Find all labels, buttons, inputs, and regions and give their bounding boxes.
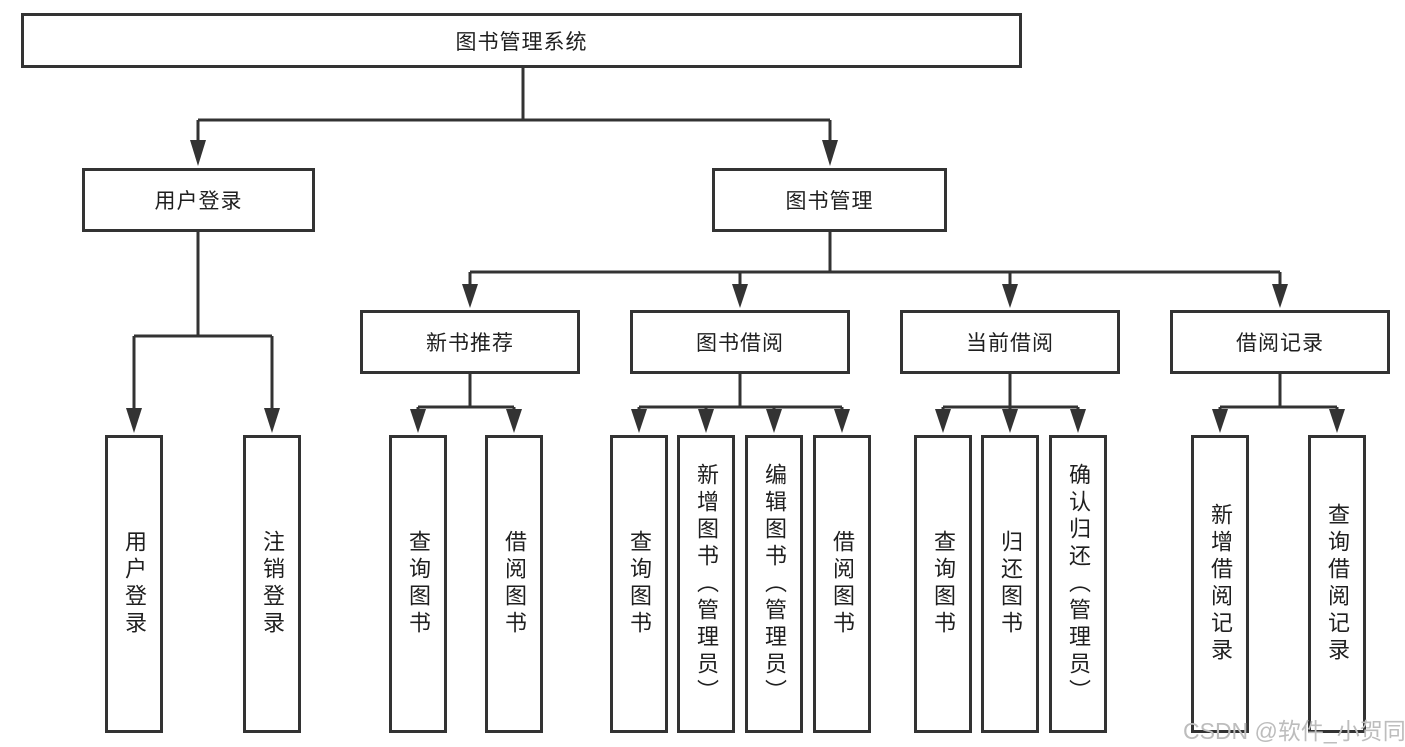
leaf-bb-borrow-book: 借阅图书	[813, 435, 871, 733]
node-root: 图书管理系统	[21, 13, 1022, 68]
node-label: 新增借阅记录	[1208, 503, 1233, 665]
leaf-bb-query-book: 查询图书	[610, 435, 668, 733]
arrowhead	[1212, 409, 1228, 433]
node-label: 用户登录	[122, 530, 147, 638]
node-user-login: 用户登录	[82, 168, 315, 232]
leaf-bb-edit-book-admin: 编辑图书（管理员）	[745, 435, 803, 733]
arrowhead	[732, 284, 748, 308]
arrowhead	[698, 409, 714, 433]
leaf-br-add-record: 新增借阅记录	[1191, 435, 1249, 733]
connector-user-login-branch	[126, 232, 280, 433]
node-current-borrow: 当前借阅	[900, 310, 1120, 374]
leaf-cb-confirm-return-admin: 确认归还（管理员）	[1049, 435, 1107, 733]
node-label: 图书管理	[785, 190, 874, 213]
node-label: 新书推荐	[426, 332, 514, 355]
node-label: 借阅图书	[830, 530, 855, 638]
connector-root-to-level2	[190, 68, 838, 166]
node-label: 新增图书（管理员）	[694, 462, 719, 706]
arrowhead	[822, 140, 838, 166]
node-label: 图书借阅	[696, 332, 784, 355]
connector-borrow-records-branch	[1212, 374, 1345, 433]
arrowhead	[190, 140, 206, 166]
arrowhead	[1070, 409, 1086, 433]
leaf-logout: 注销登录	[243, 435, 301, 733]
connector-book-borrow-branch	[631, 374, 850, 433]
leaf-nb-borrow-book: 借阅图书	[485, 435, 543, 733]
node-label: 图书管理系统	[455, 30, 588, 54]
leaf-cb-query-book: 查询图书	[914, 435, 972, 733]
node-label: 借阅记录	[1236, 332, 1324, 355]
node-book-borrow: 图书借阅	[630, 310, 850, 374]
arrowhead	[1002, 409, 1018, 433]
csdn-watermark: CSDN @软件_小贺同学	[1183, 718, 1405, 744]
arrowhead	[935, 409, 951, 433]
arrowhead	[631, 409, 647, 433]
connector-book-management-branch	[462, 232, 1288, 308]
leaf-cb-return-book: 归还图书	[981, 435, 1039, 733]
node-label: 查询图书	[627, 530, 652, 638]
arrowhead	[1329, 409, 1345, 433]
leaf-br-query-record: 查询借阅记录	[1308, 435, 1366, 733]
node-label: 当前借阅	[966, 332, 1054, 355]
node-new-book-recommend: 新书推荐	[360, 310, 580, 374]
arrowhead	[462, 284, 478, 308]
arrowhead	[834, 409, 850, 433]
arrowhead	[766, 409, 782, 433]
node-label: 编辑图书（管理员）	[762, 462, 787, 706]
arrowhead	[410, 409, 426, 433]
node-label: 用户登录	[154, 190, 243, 213]
node-label: 查询借阅记录	[1325, 503, 1350, 665]
arrowhead	[1002, 284, 1018, 308]
node-label: 确认归还（管理员）	[1066, 462, 1091, 706]
node-book-management: 图书管理	[712, 168, 947, 232]
connector-current-borrow-branch	[935, 374, 1086, 433]
node-label: 归还图书	[998, 530, 1023, 638]
arrowhead	[506, 409, 522, 433]
leaf-bb-add-book-admin: 新增图书（管理员）	[677, 435, 735, 733]
arrowhead	[126, 408, 142, 433]
node-label: 借阅图书	[502, 530, 527, 638]
node-label: 注销登录	[260, 530, 285, 638]
leaf-user-login: 用户登录	[105, 435, 163, 733]
node-borrow-records: 借阅记录	[1170, 310, 1390, 374]
leaf-nb-query-book: 查询图书	[389, 435, 447, 733]
arrowhead	[264, 408, 280, 433]
node-label: 查询图书	[931, 530, 956, 638]
node-label: 查询图书	[406, 530, 431, 638]
arrowhead	[1272, 284, 1288, 308]
connector-new-book-recommend-branch	[410, 374, 522, 433]
